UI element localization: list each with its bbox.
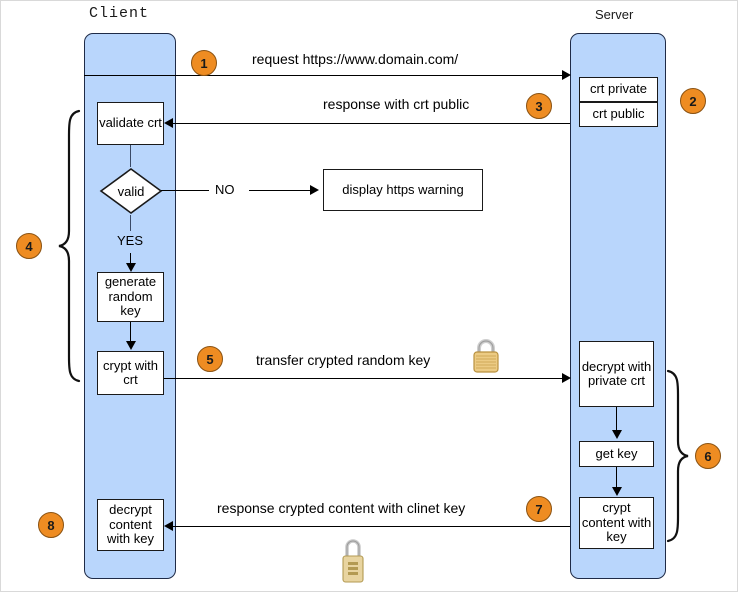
response-crt-arrow-line [168,123,570,124]
transfer-key-arrow-line [164,378,567,379]
step-badge-2: 2 [680,88,706,114]
step-badge-8: 8 [38,512,64,538]
yes-branch-line-top [130,215,131,231]
step-badge-5: 5 [197,346,223,372]
message-response-crt: response with crt public [323,96,470,112]
yes-branch-line-bottom [130,253,131,265]
client-node-validate-crt: validate crt [97,102,164,145]
server-node-decrypt-with-private-crt: decrypt with private crt [579,341,654,407]
response-content-arrow-line [168,526,570,527]
decrypt-to-getkey-line [616,407,617,432]
message-request: request https://www.domain.com/ [252,51,459,67]
generate-to-crypt-arrow-head [126,341,136,350]
step-badge-6: 6 [695,443,721,469]
message-response-content: response crypted content with clinet key [217,500,466,516]
server-node-get-key: get key [579,441,654,467]
client-node-decision-valid: valid [99,167,163,215]
step-badge-3: 3 [526,93,552,119]
transfer-key-arrow-head [562,373,571,383]
generate-to-crypt-line [130,322,131,343]
no-branch-label: NO [215,182,235,197]
client-node-generate-random-key: generate random key [97,272,164,322]
brace-step-4 [57,109,81,383]
step-badge-1: 1 [191,50,217,76]
node-display-https-warning: display https warning [323,169,483,211]
request-arrow-line [84,75,567,76]
no-branch-line-right [249,190,311,191]
client-lane-title: Client [89,5,150,22]
step-badge-7: 7 [526,496,552,522]
server-node-crt-private: crt private [579,77,658,102]
padlock-icon [469,337,503,373]
response-crt-arrow-head [164,118,173,128]
step-badge-4: 4 [16,233,42,259]
server-node-crypt-content-with-key: crypt content with key [579,497,654,549]
request-arrow-head [562,70,571,80]
no-branch-line-left [161,190,209,191]
getkey-to-crypt-line [616,467,617,489]
decision-label: valid [117,183,145,199]
server-lane-title: Server [595,7,634,22]
no-branch-arrow-head [310,185,319,195]
combination-padlock-icon [339,535,367,585]
brace-step-6 [666,369,690,543]
client-node-decrypt-content-with-key: decrypt content with key [97,499,164,551]
yes-branch-label: YES [117,233,144,248]
message-transfer-key: transfer crypted random key [256,352,431,368]
client-node-crypt-with-crt: crypt with crt [97,351,164,395]
getkey-to-crypt-arrow-head [612,487,622,496]
validate-to-decision-line [130,145,131,167]
server-node-crt-public: crt public [579,102,658,127]
decrypt-to-getkey-arrow-head [612,430,622,439]
yes-branch-arrow-head [126,263,136,272]
response-content-arrow-head [164,521,173,531]
